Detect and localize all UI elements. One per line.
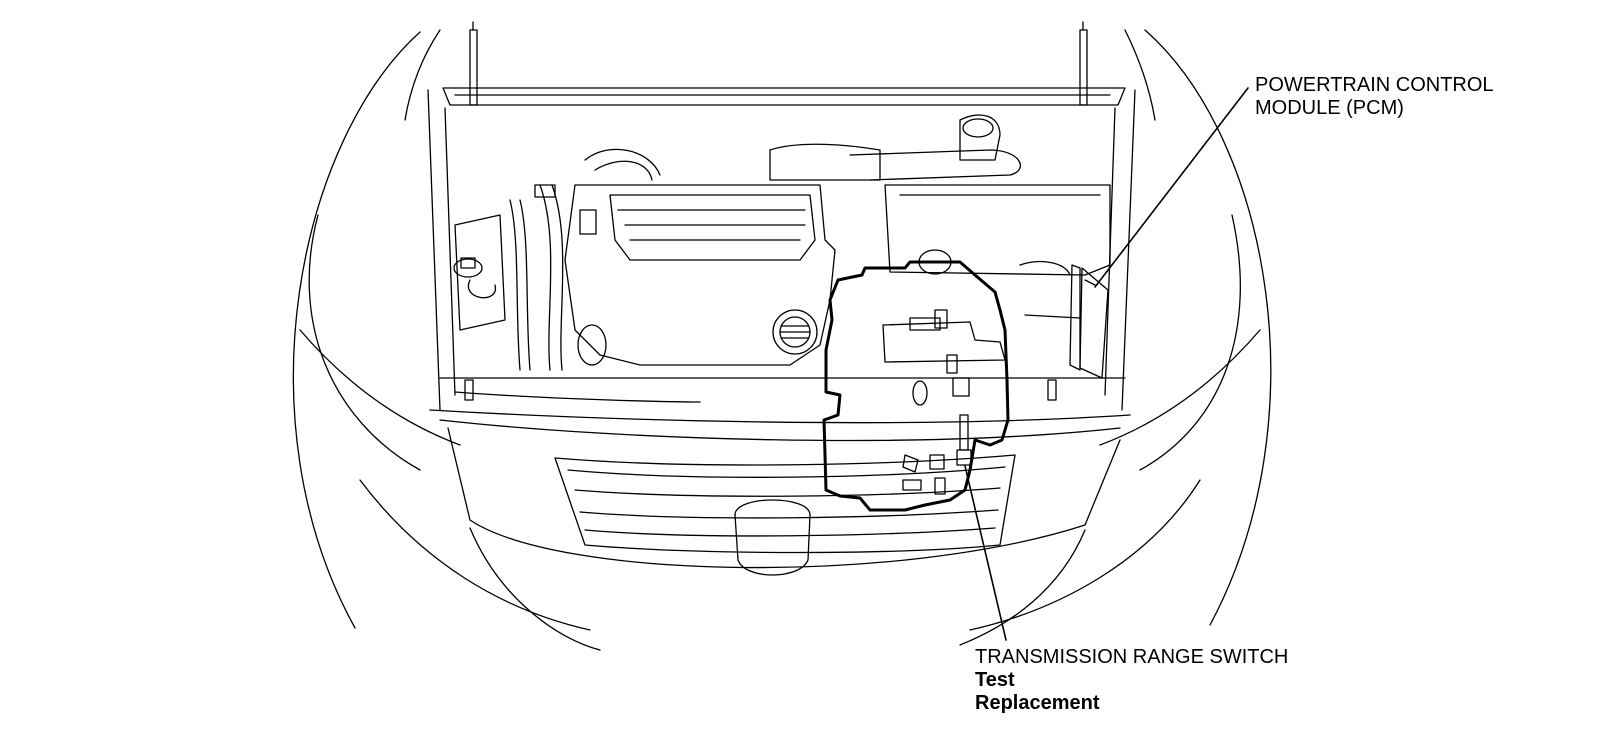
coolant-reservoir [453,214,506,331]
trs-leader-line [964,465,1007,641]
leader-lines [964,87,1249,641]
transmission-details [882,249,1081,495]
front-grille [554,454,1016,576]
trs-label-title: TRANSMISSION RANGE SWITCH [975,646,1289,668]
car-body-outline [292,29,1272,631]
trs-replacement-link[interactable]: Replacement [975,692,1100,714]
pcm-label-line2: MODULE (PCM) [1255,97,1404,119]
engine-cover [564,184,836,366]
pcm-callout: POWERTRAIN CONTROL MODULE (PCM) [1255,74,1494,120]
hoses [509,148,661,371]
pcm-label-line1: POWERTRAIN CONTROL [1255,74,1494,96]
trs-test-link[interactable]: Test [975,669,1015,691]
pcm-leader-line [1094,87,1249,288]
emblem [734,499,811,576]
air-intake [769,114,1111,276]
trs-callout: TRANSMISSION RANGE SWITCH Test Replaceme… [975,646,1288,715]
transmission-outline [822,260,1010,512]
front-bumper [447,427,1121,651]
radiator-support [429,377,1131,442]
hood-frame [427,21,1136,411]
pcm-module [1069,264,1109,379]
